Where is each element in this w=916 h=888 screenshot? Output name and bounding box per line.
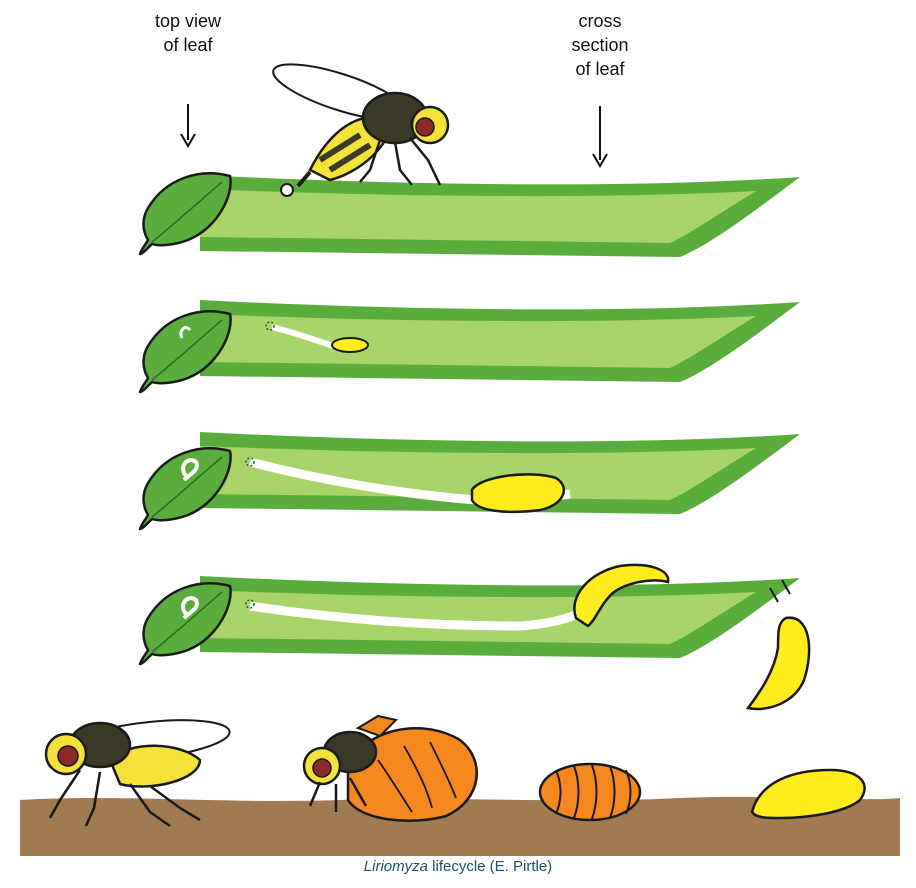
leaf-cross-section-4: [200, 576, 800, 658]
pupa-body: [540, 764, 640, 820]
caption-genus: Liriomyza: [364, 858, 428, 875]
caption-text: lifecycle (E. Pirtle): [428, 858, 552, 875]
cross-section-label: cross section of leaf: [530, 9, 670, 81]
cross-section-label-line-1: cross: [530, 9, 670, 33]
leaf-top-view-2: [140, 311, 231, 392]
leaf-row-1: [140, 173, 800, 257]
leaf-row-4: [140, 565, 800, 664]
larva-small: [332, 338, 368, 352]
cross-section-label-line-2: section: [530, 33, 670, 57]
egg-laying-fly: [268, 53, 448, 186]
emerging-fly-eye: [313, 759, 331, 777]
leaf-row-2: [140, 300, 800, 392]
top-view-label: top view of leaf: [118, 9, 258, 57]
figure-caption: Liriomyza lifecycle (E. Pirtle): [0, 858, 916, 875]
top-view-label-line-1: top view: [118, 9, 258, 33]
egg: [281, 184, 293, 196]
leaf-row-3: [140, 432, 800, 529]
top-view-label-line-2: of leaf: [118, 33, 258, 57]
larva-falling: [748, 618, 809, 709]
adult-fly-eye: [58, 746, 78, 766]
cross-section-label-line-3: of leaf: [530, 57, 670, 81]
fly-eye: [416, 118, 434, 136]
leaf-cross-section-2: [200, 300, 800, 382]
larva-medium: [472, 474, 564, 511]
pupa: [540, 764, 640, 820]
